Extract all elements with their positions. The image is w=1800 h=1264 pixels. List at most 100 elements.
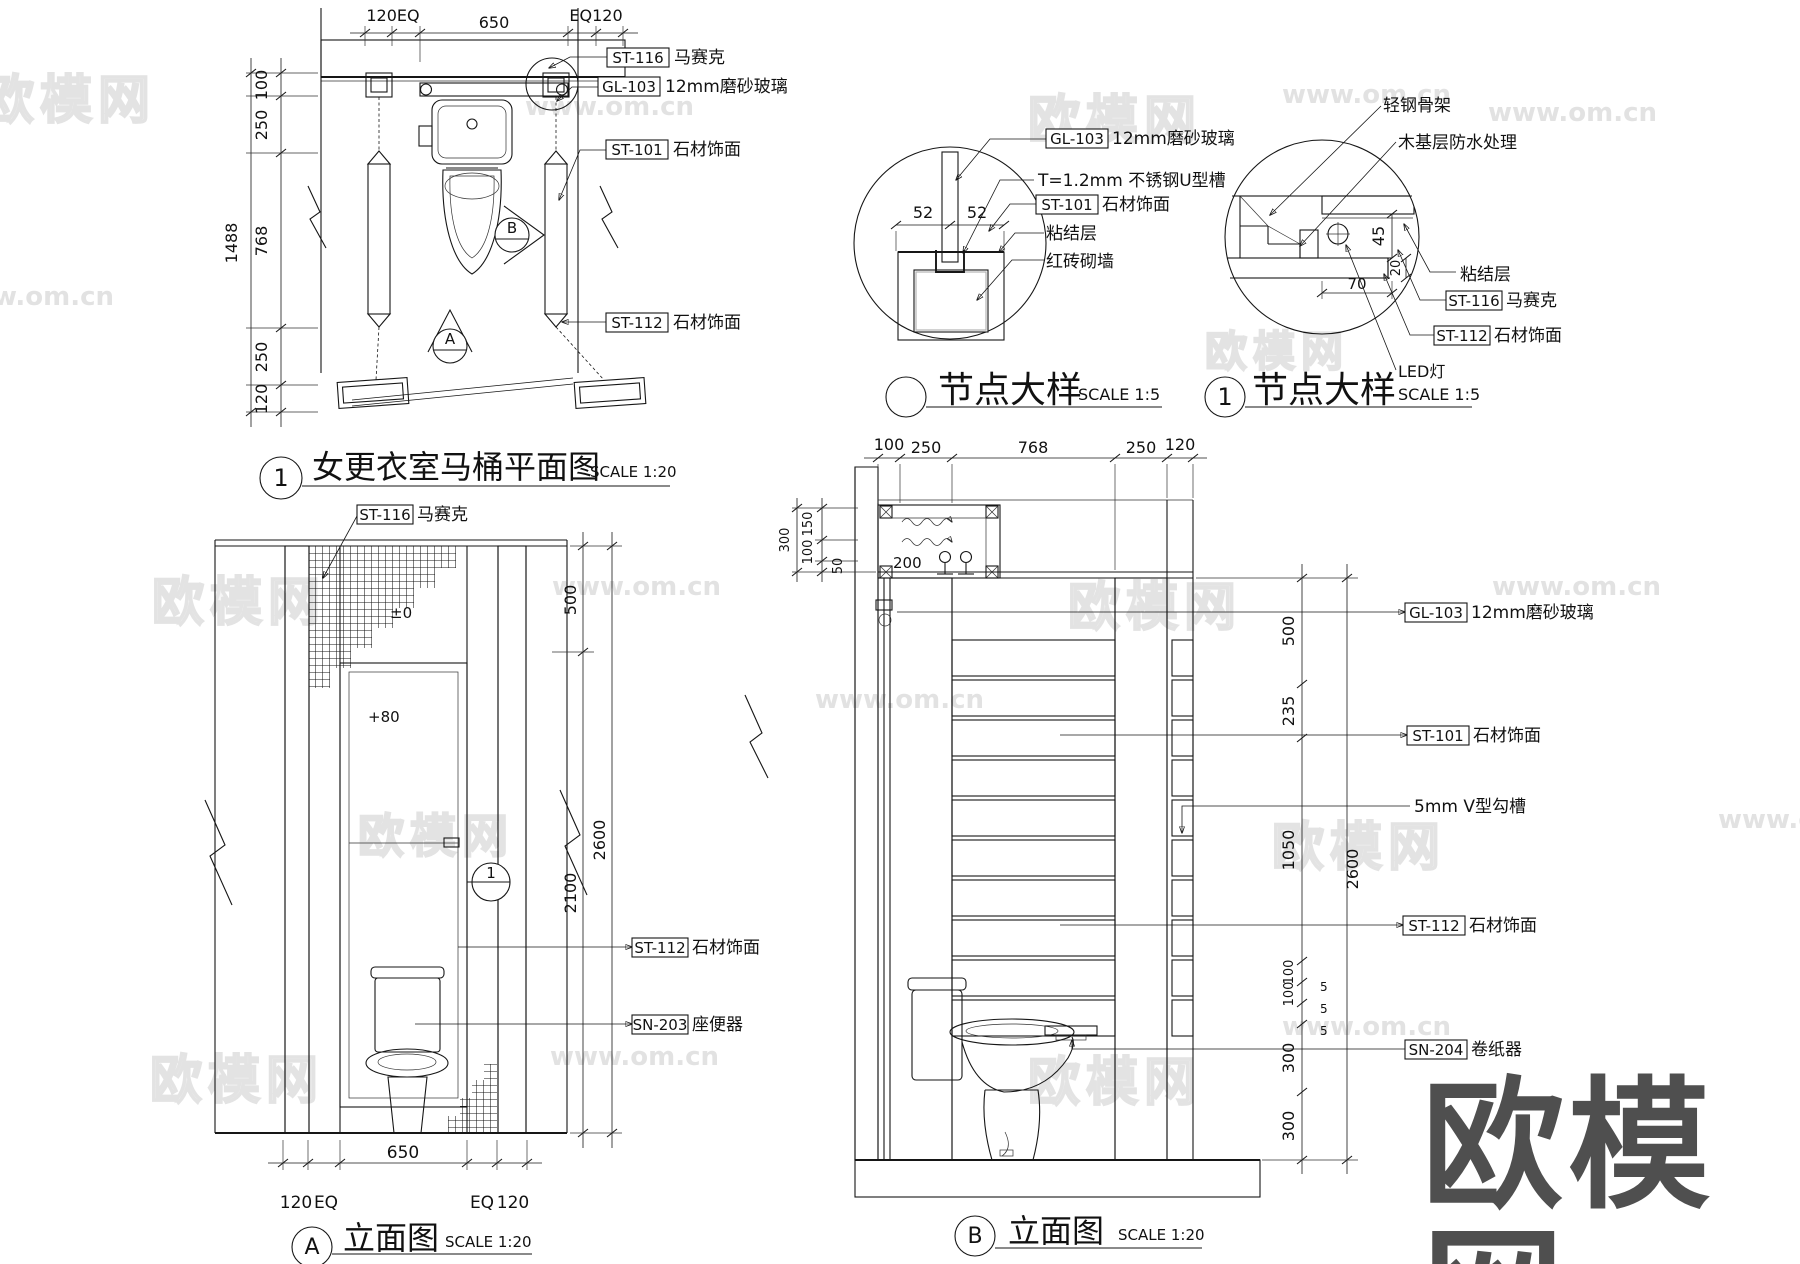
dim-text: 300	[1279, 1043, 1298, 1074]
material-code: SN-203	[633, 1016, 688, 1034]
material-label: 石材饰面	[1102, 195, 1170, 215]
watermark-url: www.om.cn	[552, 572, 722, 602]
dim-text: 200	[893, 554, 922, 572]
toilet-plan	[418, 99, 513, 275]
material-label: 马赛克	[1506, 290, 1557, 311]
material-code: GL-103	[1050, 130, 1104, 148]
elevation-b: 200	[744, 435, 1594, 1257]
site-logo: 欧模网	[1422, 1064, 1714, 1264]
material-label: 卷纸器	[1471, 1040, 1522, 1060]
dim-text: 120	[1165, 435, 1196, 454]
dim-text: 20	[1389, 260, 1404, 277]
dim-text: 500	[1279, 616, 1298, 647]
elevation-b-title: B 立面图 SCALE 1:20	[954, 1212, 1205, 1257]
material-label: 木基层防水处理	[1398, 133, 1517, 153]
dim-text: 250	[252, 342, 271, 373]
section-marker-a: A	[427, 308, 473, 364]
plan-detail-bubble	[525, 57, 579, 111]
material-code: ST-116	[1448, 292, 1499, 310]
view-ref: 1	[1217, 383, 1232, 411]
detail-mid: 52 52 GL-103 12mm磨砂玻璃 T=1.2mm 不锈钢U型槽 ST-…	[853, 128, 1235, 418]
view-ref: B	[967, 1224, 982, 1249]
watermark-url: www.om.cn	[0, 282, 115, 312]
material-label: 石材饰面	[673, 140, 741, 160]
dim-text: 45	[1369, 226, 1388, 246]
dim-text: 650	[387, 1143, 419, 1163]
material-label: 石材饰面	[1469, 916, 1537, 936]
view-ref: A	[304, 1235, 319, 1260]
dim-text: 768	[252, 226, 271, 257]
dim-text: 100	[1282, 982, 1297, 1007]
watermark-brand: 欧模网	[149, 1050, 325, 1112]
material-code: ST-112	[1408, 917, 1459, 935]
detail-mid-title: 节点大样 SCALE 1:5	[885, 370, 1162, 418]
material-label: 石材饰面	[692, 938, 760, 958]
dim-text: 1488	[222, 223, 241, 264]
elevation-b-labels: GL-103 12mm磨砂玻璃 ST-101 石材饰面 5mm V型勾槽 ST-…	[897, 602, 1594, 1060]
material-code: ST-116	[612, 49, 663, 67]
dim-text: 100	[801, 540, 816, 565]
material-label: 12mm磨砂玻璃	[665, 77, 788, 97]
material-label: 轻钢骨架	[1383, 96, 1451, 116]
dim-text: 50	[831, 558, 846, 575]
level-mark: ±0	[390, 604, 412, 622]
detail-right: 45 20 70 轻钢骨架 木基层防水处理 粘结层 ST-116 马赛克	[1204, 96, 1562, 418]
material-label: 12mm磨砂玻璃	[1112, 129, 1235, 149]
break-line	[744, 694, 769, 779]
watermark-brand: 欧模网	[151, 572, 327, 634]
dim-text: 5	[1320, 1002, 1328, 1016]
dim-text: EQ	[314, 1193, 338, 1213]
dim-text: 650	[479, 13, 510, 32]
break-line	[204, 799, 233, 906]
material-label: 马赛克	[417, 504, 468, 525]
material-label: 粘结层	[1046, 224, 1097, 244]
material-label: 红砖砌墙	[1046, 252, 1114, 272]
watermark-url: www.om.cn	[815, 685, 985, 715]
material-label: LED灯	[1398, 362, 1445, 381]
dim-text: 250	[911, 438, 942, 457]
watermark-url: www.om.cn	[550, 1042, 720, 1072]
toilet-side	[907, 977, 1075, 1161]
material-label: 12mm磨砂玻璃	[1471, 603, 1594, 623]
dim-text: 250	[1126, 438, 1157, 457]
plan-view: B A 120EQ 650 EQ120	[222, 6, 788, 500]
level-mark: +80	[368, 708, 400, 726]
view-ref: 1	[273, 464, 288, 492]
watermark-brand: 欧模网	[1271, 817, 1447, 879]
material-code: ST-116	[359, 506, 410, 524]
material-label: 马赛克	[674, 47, 725, 68]
dim-text: 1050	[1279, 830, 1298, 871]
dim-text: 5	[1320, 1024, 1328, 1038]
material-label: 石材饰面	[1473, 726, 1541, 746]
dim-text: 120	[252, 384, 271, 415]
plan-labels: ST-116 马赛克 GL-103 12mm磨砂玻璃 ST-101 石材饰面 S…	[549, 47, 788, 333]
detail-right-labels: 轻钢骨架 木基层防水处理 粘结层 ST-116 马赛克 ST-112 石材饰面 …	[1270, 96, 1562, 381]
view-title: 节点大样	[938, 370, 1082, 411]
watermark-url: www.om.cn	[1282, 80, 1452, 110]
elevation-a-title: A 立面图 SCALE 1:20	[291, 1219, 532, 1264]
material-label: 粘结层	[1460, 265, 1511, 285]
dim-text: 52	[967, 203, 987, 222]
dim-text: 70	[1347, 275, 1366, 293]
watermark-url: www.om.cn	[1282, 1012, 1452, 1042]
watermark-brand: 欧模网	[357, 808, 514, 864]
material-code: ST-101	[611, 141, 662, 159]
material-label: T=1.2mm 不锈钢U型槽	[1037, 171, 1226, 191]
view-scale: SCALE 1:20	[445, 1233, 532, 1251]
dim-text: 2600	[590, 820, 609, 861]
material-label: 石材饰面	[673, 313, 741, 333]
dim-text: EQ120	[569, 6, 622, 25]
view-title: 立面图	[343, 1219, 439, 1257]
dim-text: 235	[1279, 696, 1298, 727]
material-code: ST-101	[1041, 196, 1092, 214]
dim-text: 250	[252, 110, 271, 141]
watermark-url: www.om.cn	[1488, 98, 1658, 128]
marker-b-label: B	[507, 219, 517, 237]
view-title: 立面图	[1008, 1212, 1104, 1250]
material-code: ST-112	[611, 314, 662, 332]
dim-text: 100	[874, 435, 905, 454]
mosaic-area	[309, 546, 456, 688]
material-code: ST-112	[1436, 327, 1487, 345]
